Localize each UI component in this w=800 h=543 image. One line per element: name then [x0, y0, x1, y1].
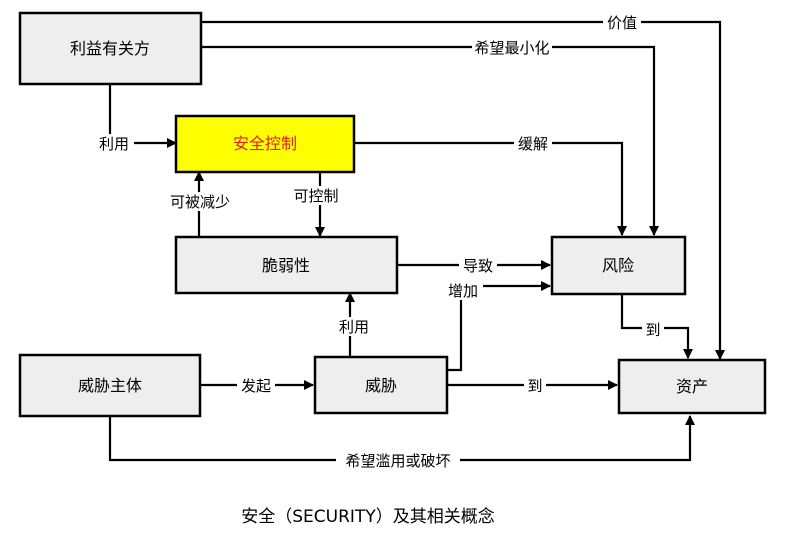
label-use-control: 利用 [99, 135, 129, 153]
node-risk: 风险 [550, 235, 687, 296]
node-vulnerability-label: 脆弱性 [262, 256, 310, 275]
node-threat: 威胁 [313, 355, 449, 415]
label-to-threat-asset: 到 [527, 377, 542, 395]
node-threat-agent: 威胁主体 [18, 353, 202, 418]
label-minimize: 希望最小化 [474, 39, 549, 57]
label-can-reduce: 可被减少 [170, 193, 230, 211]
label-value: 价值 [607, 14, 637, 32]
diagram-caption: 安全（SECURITY）及其相关概念 [241, 506, 494, 527]
label-increase: 增加 [448, 282, 478, 300]
node-threat-label: 威胁 [365, 376, 397, 395]
edge-increase [447, 281, 551, 372]
label-can-control: 可控制 [293, 187, 338, 205]
node-asset-label: 资产 [676, 377, 708, 396]
label-exploit: 利用 [339, 318, 369, 336]
node-security-control: 安全控制 [174, 114, 356, 174]
node-stakeholder: 利益有关方 [18, 11, 203, 86]
node-risk-label: 风险 [602, 256, 634, 275]
node-asset: 资产 [617, 358, 767, 415]
edge-minimize [201, 45, 659, 236]
node-vulnerability: 脆弱性 [174, 235, 399, 295]
node-threat-agent-label: 威胁主体 [78, 376, 142, 395]
label-mitigate: 缓解 [518, 135, 548, 153]
label-abuse: 希望滥用或破坏 [345, 452, 450, 470]
node-security-control-label: 安全控制 [233, 134, 297, 153]
edge-mitigate [354, 141, 627, 236]
label-to-risk-asset: 到 [645, 321, 660, 339]
label-initiate: 发起 [241, 377, 271, 395]
edge-value [201, 20, 725, 360]
node-stakeholder-label: 利益有关方 [70, 39, 150, 58]
label-lead-to: 导致 [463, 257, 493, 275]
